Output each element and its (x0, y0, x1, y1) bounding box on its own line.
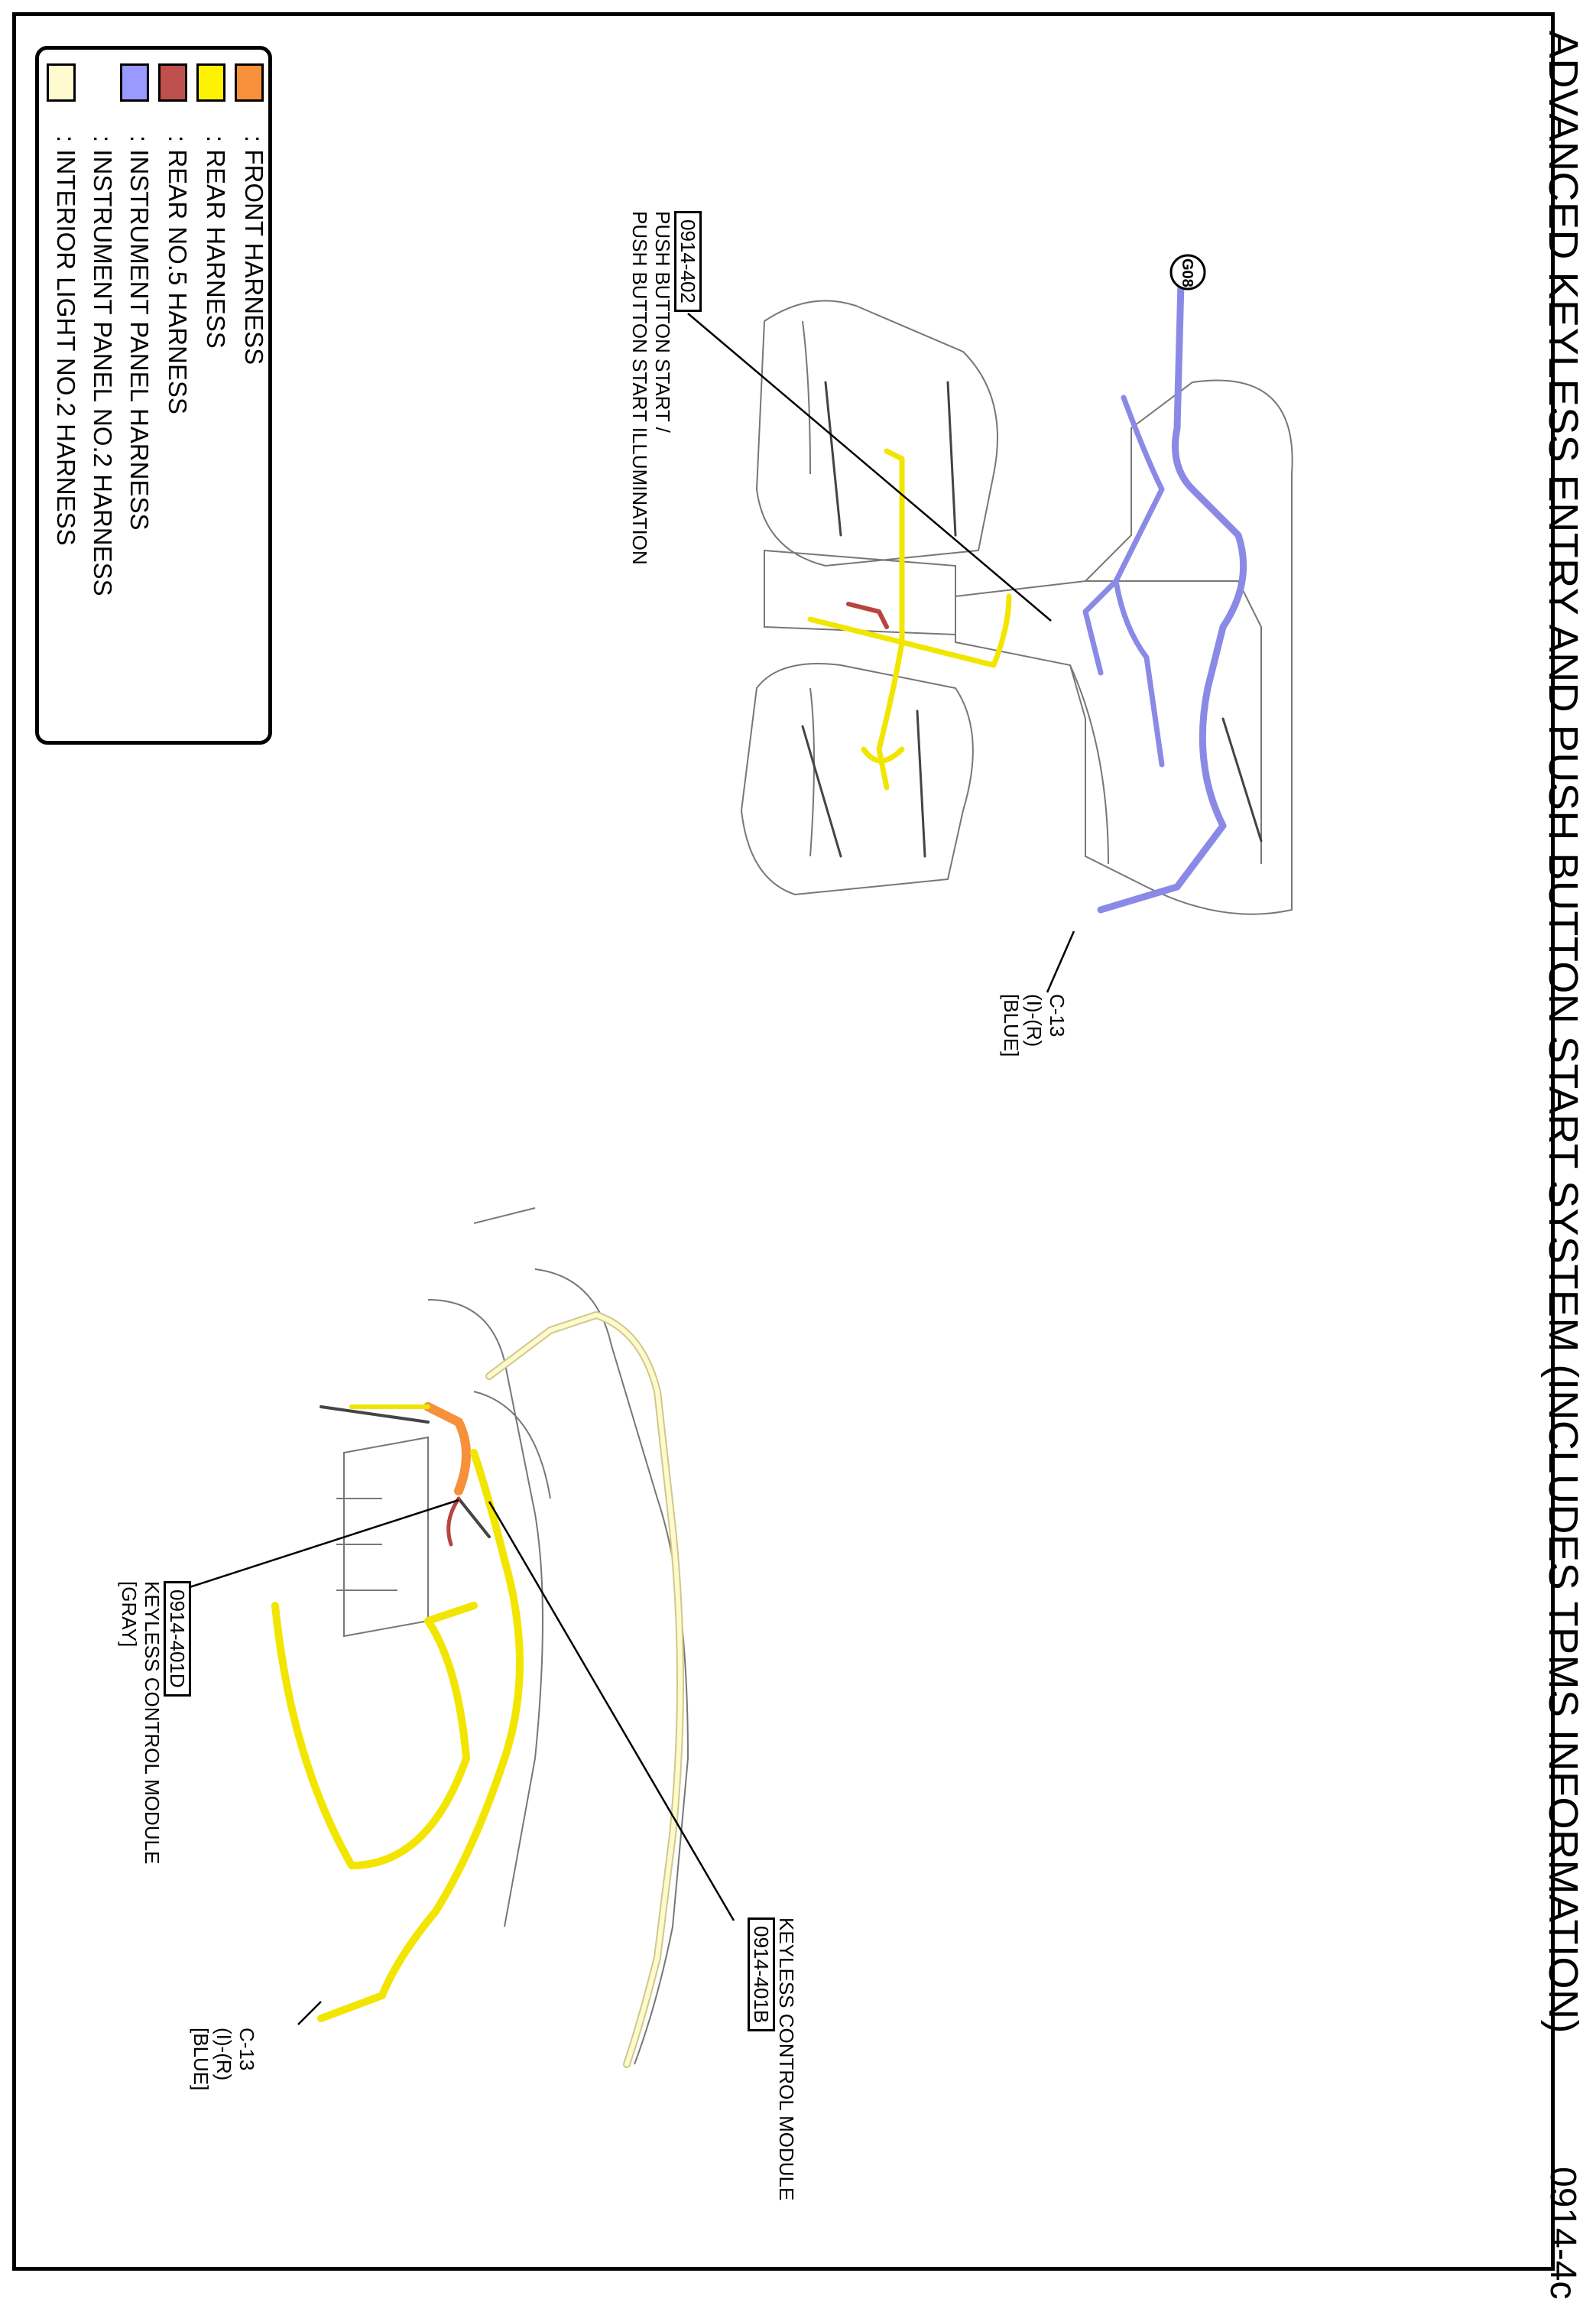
legend-swatch-interior-light-no2-harness (47, 63, 76, 102)
push-button-code: 0914-402 (674, 211, 702, 312)
page-frame (12, 12, 1555, 2271)
legend-label-instrument-panel-harness: : INSTRUMENT PANEL HARNESS (125, 135, 154, 531)
legend-label-instrument-panel-no2-harness: : INSTRUMENT PANEL NO.2 HARNESS (89, 135, 117, 596)
upper-connector-c13-callout: C-13 (I)-(R) [BLUE] (1000, 994, 1069, 1057)
lower-connector-pins: (I)-(R) (212, 2028, 235, 2081)
keyless-module-d-name: KEYLESS CONTROL MODULE (141, 1581, 164, 1865)
lower-leader-lines (189, 1499, 735, 2025)
harness-legend: : FRONT HARNESS : REAR HARNESS : REAR NO… (35, 46, 272, 745)
keyless-module-d-color: [GRAY] (118, 1581, 141, 1648)
lower-harness-routes (271, 1311, 684, 2068)
keyless-module-d-code: 0914-401D (164, 1581, 191, 1697)
upper-harness-routes (801, 274, 1263, 914)
keyless-module-b-callout: KEYLESS CONTROL MODULE 0914-401B (748, 1917, 798, 2200)
ground-g08-label: G08 (1179, 258, 1195, 287)
keyless-module-b-code: 0914-401B (748, 1917, 775, 2032)
upper-leader-lines (687, 313, 1075, 993)
upper-connector-pins: (I)-(R) (1023, 994, 1046, 1047)
legend-label-interior-light-no2-harness: : INTERIOR LIGHT NO.2 HARNESS (52, 135, 80, 546)
push-button-start-callout: 0914-402 PUSH BUTTON START / PUSH BUTTON… (628, 211, 702, 565)
legend-label-rear-harness: : REAR HARNESS (202, 135, 230, 349)
upper-connector-color: [BLUE] (1000, 994, 1023, 1057)
legend-label-front-harness: : FRONT HARNESS (240, 135, 268, 365)
push-button-line2: PUSH BUTTON START ILLUMINATION (628, 211, 651, 565)
lower-connector-color: [BLUE] (190, 2028, 212, 2091)
keyless-module-d-callout: 0914-401D KEYLESS CONTROL MODULE [GRAY] (118, 1581, 191, 1864)
lower-connector-id: C-13 (235, 2028, 258, 2071)
page-number: 0914-4c (1542, 2167, 1583, 2299)
upper-connector-id: C-13 (1046, 994, 1069, 1037)
legend-swatch-rear-no5-harness (158, 63, 187, 102)
ground-g08-marker (1169, 254, 1206, 291)
legend-swatch-front-harness (235, 63, 264, 102)
legend-label-rear-no5-harness: : REAR NO.5 HARNESS (164, 135, 192, 414)
legend-swatch-instrument-panel-harness (120, 63, 149, 102)
page-title: ADVANCED KEYLESS ENTRY AND PUSH BUTTON S… (1540, 31, 1586, 2034)
upper-vehicle-outline (740, 300, 1293, 915)
push-button-line1: PUSH BUTTON START / (651, 211, 674, 433)
lower-vehicle-outline (336, 1207, 689, 2065)
legend-swatch-rear-harness (196, 63, 225, 102)
lower-connector-c13-callout: C-13 (I)-(R) [BLUE] (190, 2028, 258, 2090)
keyless-module-b-name: KEYLESS CONTROL MODULE (775, 1917, 798, 2201)
